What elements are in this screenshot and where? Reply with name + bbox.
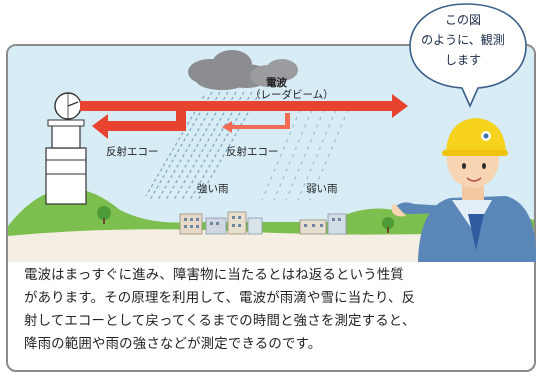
radar-tower: [45, 92, 87, 205]
echo-label-left: 反射エコー: [106, 146, 159, 158]
explanation-caption: 電波はまっすぐに進み、障害物に当たるとはね返るという性質 があります。その原理を…: [24, 264, 529, 356]
ground: [8, 229, 534, 262]
echo-arrow-heavy: [92, 104, 186, 139]
pointing-hand-icon: [391, 204, 406, 217]
bubble-line: のように、観測: [421, 33, 505, 47]
light-rain-label: 弱い雨: [306, 183, 338, 195]
caption-line: 射してエコーとして戻ってくるまでの時間と強さを測定すると、: [24, 314, 416, 329]
radar-wave-label: 電波: [266, 77, 287, 89]
caption-line: 降雨の範囲や雨の強さなどが測定できるのです。: [24, 337, 322, 352]
caption-line: があります。その原理を利用して、電波が雨滴や雪に当たり、反: [24, 291, 416, 306]
bubble-line: この図: [444, 13, 481, 27]
cloud-right: [250, 59, 298, 87]
town-buildings: [179, 211, 347, 235]
hard-hat-icon: [446, 118, 506, 152]
tree-left: [97, 206, 111, 220]
heavy-rain-label: 強い雨: [197, 183, 229, 195]
caption-line: 電波はまっすぐに進み、障害物に当たるとはね返るという性質: [24, 268, 404, 283]
speech-bubble-text: この図 のように、観測 します: [421, 10, 505, 70]
tree-right: [382, 217, 394, 229]
radar-beam-sublabel: （レーダビーム）: [250, 89, 334, 101]
sky-background: [8, 46, 534, 246]
echo-label-right: 反射エコー: [226, 146, 279, 158]
light-rain-streaks: [261, 109, 349, 201]
radar-beam-arrows: [80, 94, 408, 139]
bubble-line: します: [444, 53, 481, 67]
worker-figure: [391, 118, 536, 262]
outgoing-beam-arrow: [80, 94, 408, 118]
echo-arrow-light: [222, 113, 290, 133]
speech-bubble: [409, 3, 527, 108]
